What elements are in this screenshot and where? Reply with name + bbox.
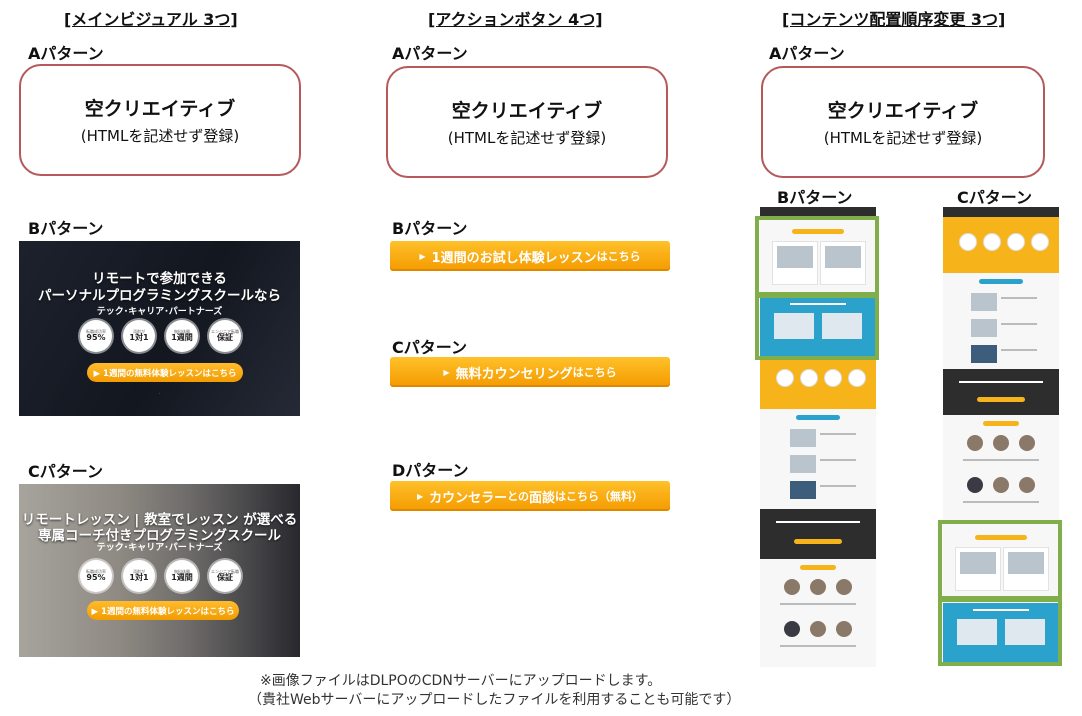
empty-creative-subtitle: (HTMLを記述せず登録) — [823, 129, 983, 147]
co-pattern-b-label: Bパターン — [777, 188, 853, 207]
empty-creative-subtitle: (HTMLを記述せず登録) — [80, 127, 240, 145]
empty-creative-title: 空クリエイティブ — [827, 100, 979, 122]
ab-pattern-b-label: Bパターン — [392, 219, 468, 238]
action-button-title: [アクションボタン 4つ] — [428, 10, 603, 29]
empty-creative-title: 空クリエイティブ — [84, 98, 236, 120]
footnote-line-2: （貴社Webサーバーにアップロードしたファイルを利用することも可能です） — [248, 692, 741, 708]
co-pattern-c-label: Cパターン — [957, 188, 1032, 207]
free-counseling-button[interactable]: ▶ 無料カウンセリングはこちら — [390, 357, 670, 387]
hero-c-headline-1: リモートレッスン | 教室でレッスン が選べる — [21, 512, 298, 528]
hero-image-b[interactable]: リモートで参加できる パーソナルプログラミングスクールなら テック･キャリア･パ… — [19, 241, 300, 416]
footnote-line-1: ※画像ファイルはDLPOのCDNサーバーにアップロードします。 — [260, 673, 662, 689]
mv-pattern-c-label: Cパターン — [28, 462, 103, 481]
counselor-interview-button[interactable]: ▶ カウンセラーとの面談はこちら（無料） — [390, 481, 670, 511]
hero-b-brand: テック･キャリア･パートナーズ — [96, 307, 223, 317]
empty-creative-title: 空クリエイティブ — [451, 100, 603, 122]
trial-lesson-button[interactable]: ▶ 1週間のお試し体験レッスンはこちら — [390, 241, 670, 271]
highlight-frame-c-top — [938, 520, 1062, 600]
mv-pattern-a-label: Aパターン — [28, 44, 104, 63]
hero-image-c[interactable]: リモートレッスン | 教室でレッスン が選べる 専属コーチ付きプログラミングスク… — [19, 484, 300, 657]
highlight-frame-b-top — [755, 216, 879, 296]
ab-empty-creative-box[interactable]: 空クリエイティブ (HTMLを記述せず登録) — [386, 66, 668, 178]
page-thumbnail-c[interactable] — [943, 207, 1059, 682]
hero-b-cta-button[interactable]: ▶ 1週間の無料体験レッスンはこちら — [87, 363, 243, 382]
mv-empty-creative-box[interactable]: 空クリエイティブ (HTMLを記述せず登録) — [19, 64, 301, 176]
co-pattern-a-label: Aパターン — [769, 44, 845, 63]
hero-b-headline-1: リモートで参加できる — [92, 271, 227, 287]
content-order-title: [コンテンツ配置順序変更 3つ] — [782, 10, 1006, 29]
hero-b-headline-2: パーソナルプログラミングスクールなら — [38, 288, 281, 304]
hero-b-badge-4: エンジニア転職保証 — [209, 320, 241, 352]
ab-pattern-d-label: Dパターン — [392, 461, 469, 480]
hero-c-brand: テック･キャリア･パートナーズ — [96, 543, 223, 553]
page-thumbnail-b[interactable] — [760, 207, 876, 682]
ab-pattern-a-label: Aパターン — [392, 44, 468, 63]
highlight-frame-c-bottom — [938, 598, 1062, 666]
hero-c-headline-2: 専属コーチ付きプログラミングスクール — [38, 528, 281, 544]
ab-pattern-c-label: Cパターン — [392, 338, 467, 357]
co-empty-creative-box[interactable]: 空クリエイティブ (HTMLを記述せず登録) — [761, 66, 1045, 178]
hero-c-badge-4: エンジニア転職保証 — [209, 560, 241, 592]
main-visual-title: [メインビジュアル 3つ] — [64, 10, 238, 29]
empty-creative-subtitle: (HTMLを記述せず登録) — [447, 129, 607, 147]
mv-pattern-b-label: Bパターン — [28, 219, 104, 238]
hero-c-cta-button[interactable]: ▶ 1週間の無料体験レッスンはこちら — [87, 601, 239, 620]
highlight-frame-b-bottom — [755, 294, 879, 360]
